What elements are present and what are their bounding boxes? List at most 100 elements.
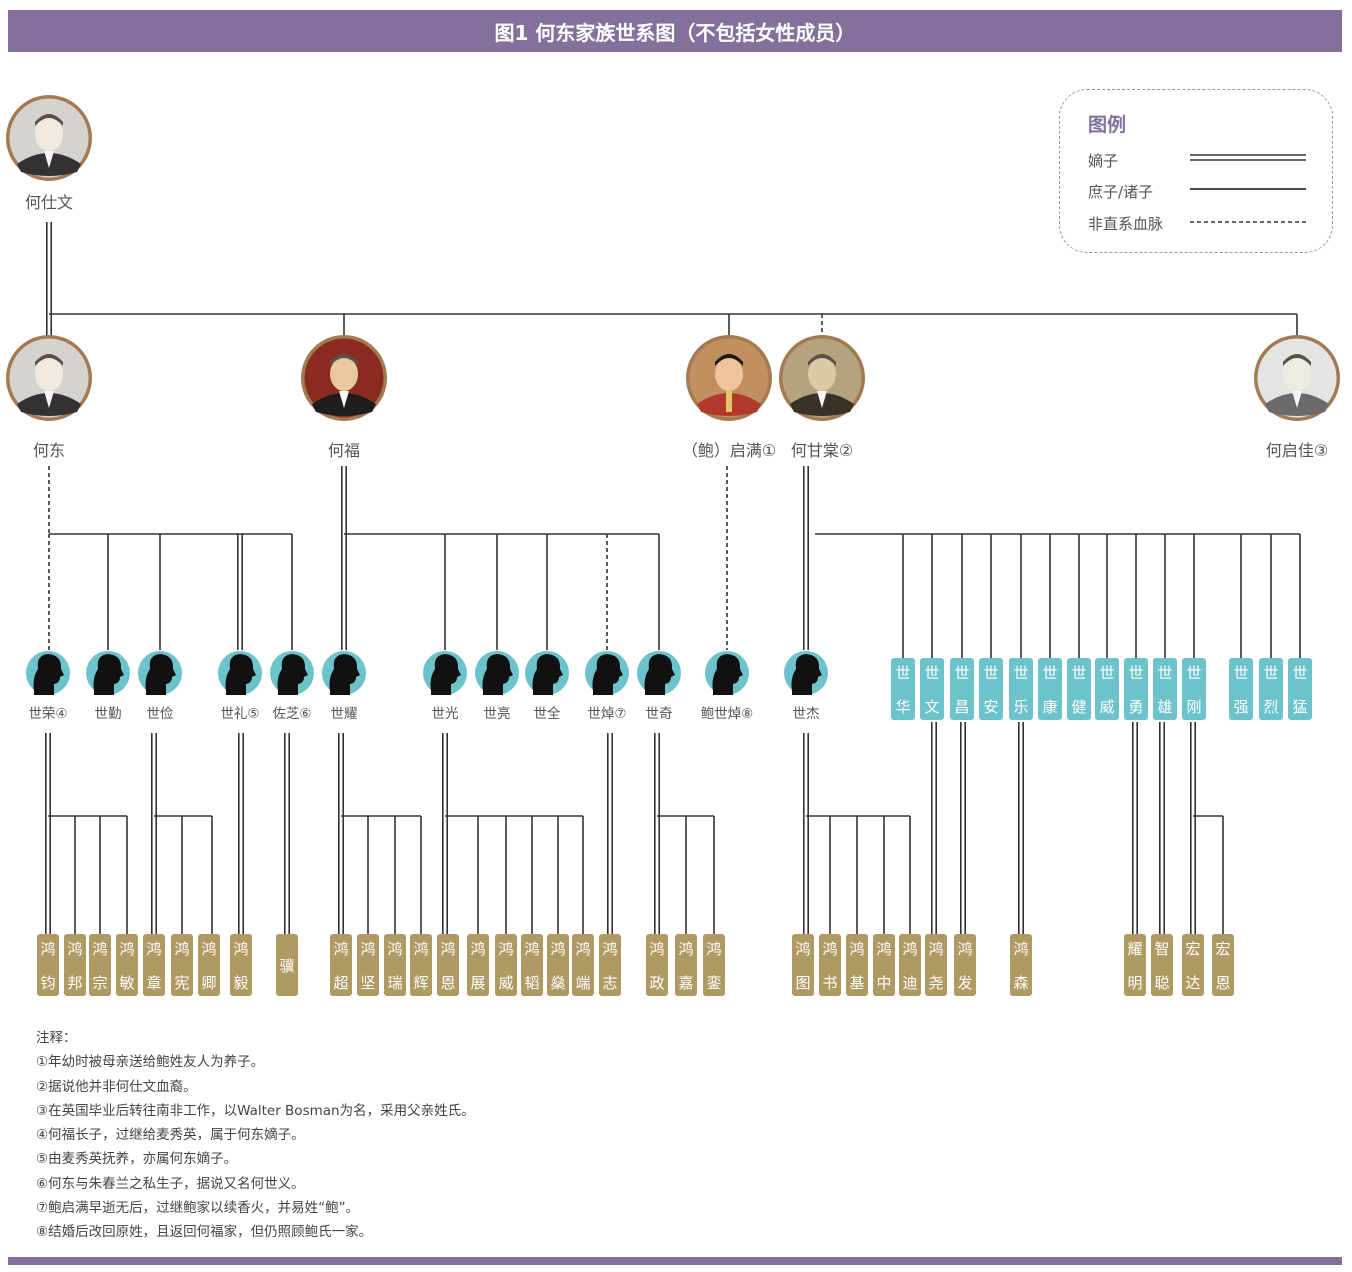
box-gen4-31-char: 耀 [1127, 940, 1142, 958]
box-gen4-6 [198, 934, 220, 996]
box-gen3-7 [1095, 658, 1119, 720]
name-gen1: 何仕文 [25, 193, 73, 212]
box-gen3-3 [979, 658, 1003, 720]
name-gen3-2: 世俭 [147, 706, 174, 722]
box-gen4-32-char: 智 [1154, 940, 1169, 958]
name-gen3-10: 世奇 [646, 705, 673, 722]
connector-double [44, 733, 52, 934]
box-gen4-19-char: 志 [602, 974, 617, 992]
box-gen4-3-char: 鸿 [119, 940, 134, 958]
box-gen4-8 [276, 934, 298, 996]
connector-double [340, 534, 348, 650]
box-gen4-4-char: 鸿 [146, 940, 161, 958]
box-gen4-7 [230, 934, 252, 996]
connector-double [337, 733, 345, 934]
box-gen3-9 [1153, 658, 1177, 720]
box-gen4-8-char: 骥 [279, 957, 294, 975]
box-gen3-13-char: 世 [1292, 664, 1307, 682]
box-gen4-31 [1124, 934, 1146, 996]
box-gen4-10-char: 坚 [360, 974, 375, 992]
box-gen4-13-char: 恩 [440, 974, 455, 992]
legend-line-single [1190, 188, 1306, 190]
note-2: ②据说他并非何仕文血裔。 [36, 1078, 197, 1095]
portrait-gen2-0 [6, 335, 92, 421]
box-gen3-5 [1038, 658, 1062, 720]
box-gen3-11-char: 世 [1233, 664, 1248, 682]
box-gen4-18-char: 鸿 [575, 940, 590, 958]
box-gen3-5-char: 康 [1042, 698, 1057, 716]
silhouette-3 [218, 651, 262, 695]
legend: 图例 嫡子 庶子/诸子 非直系血脉 [1059, 89, 1333, 253]
portrait-gen2-2 [686, 335, 772, 421]
portrait-gen2-4 [1254, 335, 1340, 421]
connector-double [45, 314, 53, 336]
box-gen4-0-char: 鸿 [40, 940, 55, 958]
box-gen4-16 [521, 934, 543, 996]
box-gen4-16-char: 鸿 [524, 940, 539, 958]
box-gen4-9-char: 鸿 [333, 940, 348, 958]
box-gen3-7-char: 威 [1099, 698, 1114, 716]
name-gen2-1: 何福 [328, 441, 360, 460]
connector-double [340, 466, 348, 534]
box-gen4-30 [1010, 934, 1032, 996]
box-gen4-2 [89, 934, 111, 996]
box-gen4-25 [846, 934, 868, 996]
box-gen4-24 [819, 934, 841, 996]
name-gen3-6: 世光 [432, 706, 459, 722]
box-gen3-0-char: 华 [895, 698, 910, 716]
box-gen4-28-char: 尧 [928, 974, 943, 992]
box-gen4-32 [1151, 934, 1173, 996]
silhouette-9 [585, 651, 629, 695]
box-gen4-20-char: 政 [649, 974, 664, 992]
connector-double [151, 733, 157, 934]
box-gen4-2-char: 宗 [92, 974, 107, 992]
box-gen4-33-char: 宏 [1185, 940, 1200, 958]
box-gen4-10 [357, 934, 379, 996]
box-gen4-26 [873, 934, 895, 996]
box-gen3-2 [950, 658, 974, 720]
footer-bar [8, 1257, 1342, 1265]
box-gen3-9-char: 世 [1157, 664, 1172, 682]
box-gen4-5-char: 宪 [174, 974, 189, 992]
box-gen4-11 [384, 934, 406, 996]
box-gen4-4 [143, 934, 165, 996]
legend-title: 图例 [1088, 114, 1127, 136]
connector-double [1190, 722, 1196, 934]
box-gen3-4 [1009, 658, 1033, 720]
box-gen4-26-char: 中 [876, 974, 891, 992]
box-gen4-34-char: 宏 [1215, 940, 1230, 958]
note-3: ③在英国毕业后转往南非工作，以Walter Bosman为名，采用父亲姓氏。 [36, 1102, 475, 1119]
box-gen3-10-char: 世 [1186, 664, 1201, 682]
box-gen3-6-char: 世 [1071, 664, 1086, 682]
box-gen4-1 [64, 934, 86, 996]
box-gen4-9 [330, 934, 352, 996]
name-gen3-8: 世全 [534, 705, 562, 722]
connector-double [653, 733, 661, 934]
portrait-gen2-3 [779, 335, 865, 421]
box-gen3-2-char: 世 [954, 664, 969, 682]
connector-double [283, 733, 291, 934]
box-gen4-22-char: 銮 [706, 974, 721, 992]
box-gen4-23 [792, 934, 814, 996]
box-gen4-25-char: 鸿 [849, 940, 864, 958]
box-gen4-34 [1212, 934, 1234, 996]
legend-label-2: 非直系血脉 [1088, 215, 1164, 233]
name-gen3-9: 世焯⑦ [587, 706, 626, 722]
box-gen4-1-char: 鸿 [67, 940, 82, 958]
box-gen4-33 [1182, 934, 1204, 996]
note-1: ①年幼时被母亲送给鲍姓友人为养子。 [36, 1054, 265, 1071]
box-gen3-6 [1067, 658, 1091, 720]
box-gen4-25-char: 基 [849, 974, 864, 992]
connector-double [959, 722, 967, 934]
box-gen4-18-char: 端 [575, 974, 590, 992]
box-gen4-5-char: 鸿 [174, 940, 189, 958]
note-8: ⑧结婚后改回原姓，且返回何福家，但仍照顾鲍氏一家。 [36, 1224, 373, 1241]
note-6: ⑥何东与朱春兰之私生子，据说又名何世义。 [36, 1175, 305, 1192]
box-gen4-14 [467, 934, 489, 996]
portrait-gen1 [6, 95, 92, 181]
box-gen4-2-char: 鸿 [92, 940, 107, 958]
name-gen2-4: 何启佳③ [1266, 441, 1328, 460]
box-gen4-32-char: 聪 [1154, 974, 1169, 992]
name-gen2-0: 何东 [33, 441, 65, 460]
